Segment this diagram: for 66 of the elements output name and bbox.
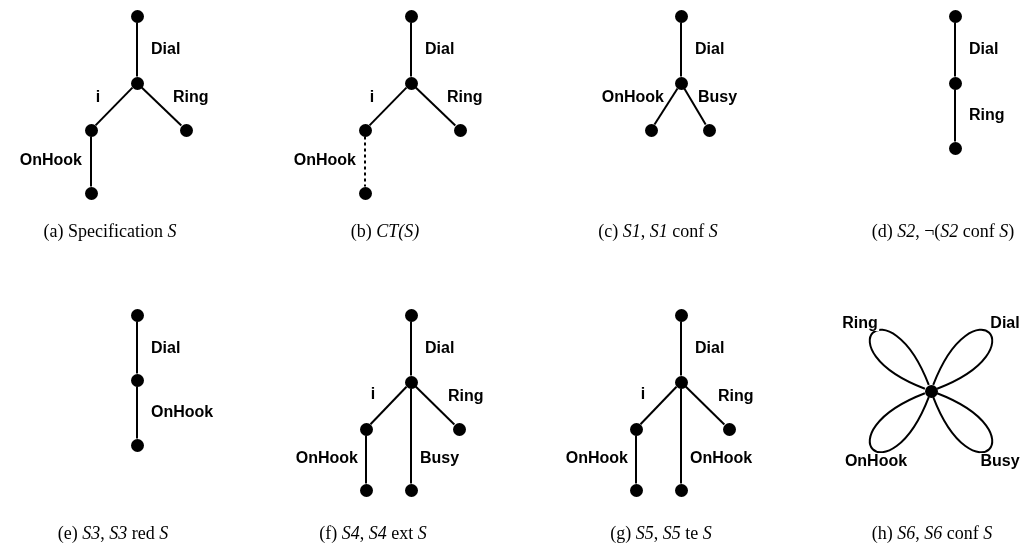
figure-caption: (c) S1, S1 conf S bbox=[598, 222, 718, 240]
edge-label: Dial bbox=[424, 340, 456, 356]
transition-line bbox=[954, 88, 956, 143]
edge-label: Dial bbox=[968, 41, 1000, 57]
transition-line bbox=[94, 86, 134, 127]
transition-line bbox=[410, 387, 412, 485]
edge-label: Ring bbox=[717, 388, 755, 404]
loop-transition bbox=[868, 328, 930, 390]
transition-line bbox=[680, 387, 682, 485]
edge-label: Busy bbox=[979, 453, 1021, 469]
edge-label: Dial bbox=[424, 41, 456, 57]
edge-label: Dial bbox=[989, 315, 1021, 331]
edge-label: Ring bbox=[968, 107, 1006, 123]
edge-label: Busy bbox=[697, 89, 739, 105]
edge-label: i bbox=[639, 386, 647, 402]
edge-label: Dial bbox=[694, 41, 726, 57]
transition-line bbox=[140, 86, 183, 127]
transition-line bbox=[680, 21, 682, 78]
edge-label: Dial bbox=[150, 41, 182, 57]
edge-label: OnHook bbox=[150, 404, 215, 420]
edge-label: i bbox=[94, 89, 102, 105]
transition-line bbox=[90, 135, 92, 188]
transition-line bbox=[364, 135, 366, 188]
figure-caption: (a) Specification S bbox=[43, 222, 177, 240]
edge-label: OnHook bbox=[843, 453, 909, 469]
transition-line bbox=[414, 385, 456, 426]
edge-label: Dial bbox=[694, 340, 726, 356]
transition-line bbox=[368, 86, 408, 127]
edge-label: Dial bbox=[150, 340, 182, 356]
figure-caption: (h) S6, S6 conf S bbox=[871, 524, 993, 542]
transition-line bbox=[365, 434, 367, 485]
edge-label: OnHook bbox=[600, 89, 665, 105]
edge-label: Ring bbox=[841, 315, 879, 331]
edge-label: Ring bbox=[172, 89, 210, 105]
loop-transition bbox=[932, 392, 994, 454]
loop-transition bbox=[932, 328, 994, 390]
edge-label: i bbox=[369, 386, 377, 402]
edge-label: OnHook bbox=[564, 450, 629, 466]
edge-label: i bbox=[368, 89, 376, 105]
transition-line bbox=[635, 434, 637, 485]
transition-line bbox=[680, 320, 682, 377]
transition-line bbox=[653, 87, 679, 126]
figure-caption: (d) S2, ¬(S2 conf S) bbox=[871, 222, 1015, 240]
transition-line bbox=[369, 385, 408, 426]
figure-caption: (g) S5, S5 te S bbox=[610, 524, 712, 542]
transition-line bbox=[414, 86, 457, 127]
figure-caption: (e) S3, S3 red S bbox=[57, 524, 169, 542]
figure-caption: (f) S4, S4 ext S bbox=[319, 524, 427, 542]
edge-label: OnHook bbox=[294, 450, 359, 466]
transition-line bbox=[410, 320, 412, 377]
transition-line bbox=[136, 21, 138, 78]
transition-line bbox=[683, 87, 707, 126]
transition-line bbox=[410, 21, 412, 78]
edge-label: Ring bbox=[447, 388, 485, 404]
edge-label: OnHook bbox=[689, 450, 754, 466]
edge-label: OnHook bbox=[18, 152, 83, 168]
edge-label: OnHook bbox=[292, 152, 357, 168]
edge-label: Busy bbox=[419, 450, 461, 466]
transition-line bbox=[136, 385, 138, 440]
transition-line bbox=[136, 320, 138, 375]
transition-line bbox=[684, 385, 726, 426]
edge-label: Ring bbox=[446, 89, 484, 105]
loop-transition bbox=[868, 392, 930, 454]
transition-line bbox=[954, 21, 956, 78]
figure-caption: (b) CT(S) bbox=[350, 222, 420, 240]
transition-line bbox=[639, 385, 678, 426]
